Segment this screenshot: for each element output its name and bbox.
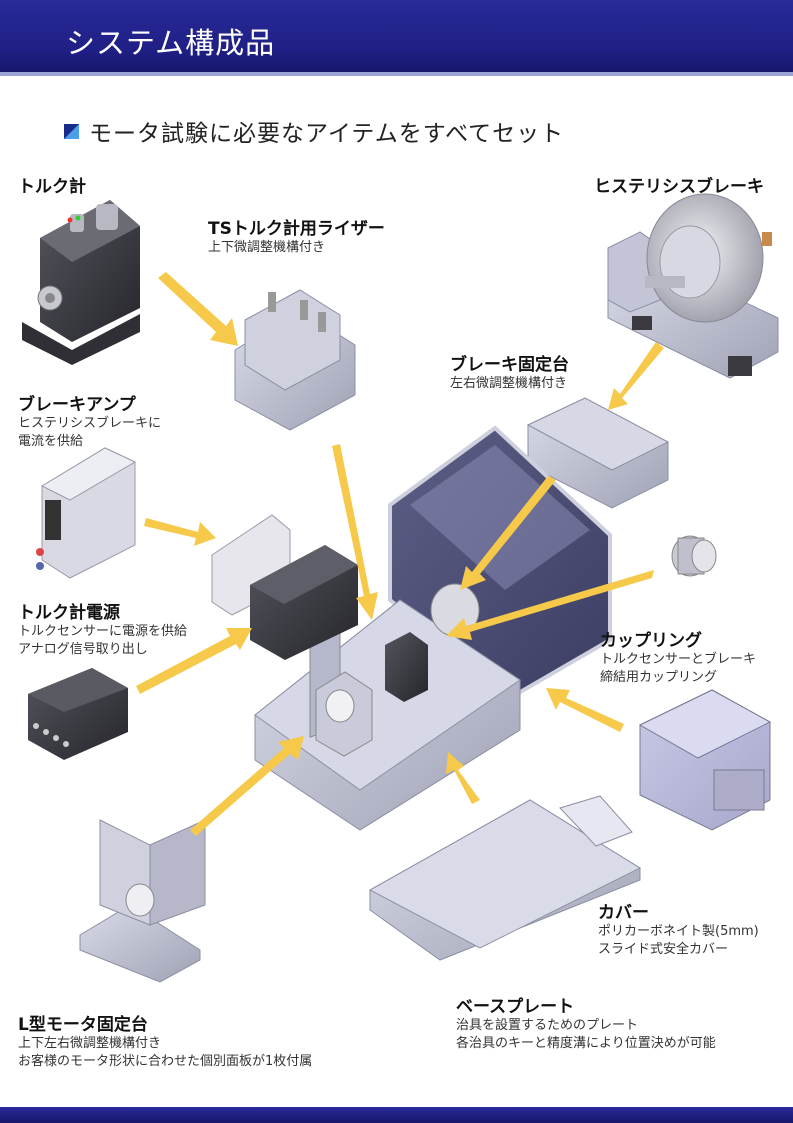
torque-power-title: トルク計電源: [18, 603, 120, 623]
brake-base-desc: 左右微調整機構付き: [450, 376, 568, 391]
hysteresis-brake-title: ヒステリシスブレーキ: [594, 177, 764, 197]
torque-meter-title: トルク計: [18, 177, 86, 197]
coupling-desc-2: 締結用カップリング: [600, 670, 718, 685]
torque-power-label: トルク計電源 トルクセンサーに電源を供給 アナログ信号取り出し: [18, 598, 187, 659]
brake-amp-image: [36, 447, 137, 579]
coupling-image: [671, 535, 717, 577]
brake-base-title: ブレーキ固定台: [450, 355, 569, 375]
base-plate-label: ベースプレート 治具を設置するためのプレート 各治具のキーと精度溝により位置決め…: [456, 992, 716, 1053]
base-plate-desc-1: 治具を設置するためのプレート: [456, 1018, 639, 1033]
base-plate-title: ベースプレート: [456, 997, 575, 1017]
ts-riser-label: TSトルク計用ライザー 上下微調整機構付き: [208, 214, 385, 257]
torque-meter-label: トルク計: [18, 172, 86, 197]
subtitle: モータ試験に必要なアイテムをすべてセット: [89, 121, 565, 147]
l-motor-base-label: L型モータ固定台 上下左右微調整機構付き お客様のモータ形状に合わせた個別面板が…: [18, 1010, 312, 1071]
torque-power-image: [28, 668, 128, 760]
cover-title: カバー: [598, 903, 649, 923]
arrows: [136, 272, 664, 836]
page-title: システム構成品: [66, 26, 276, 60]
page-header: システム構成品: [0, 0, 793, 76]
ts-riser-title: TSトルク計用ライザー: [208, 219, 385, 239]
page-footer-bar: [0, 1107, 793, 1123]
torque-power-desc-1: トルクセンサーに電源を供給: [18, 624, 188, 639]
brake-amp-desc-2: 電流を供給: [18, 434, 84, 449]
l-motor-base-desc-1: 上下左右微調整機構付き: [18, 1036, 162, 1051]
cover-label: カバー ポリカーボネイト製(5mm) スライド式安全カバー: [598, 898, 759, 959]
assembly-base-image: [254, 583, 521, 831]
l-motor-base-image: [79, 819, 206, 983]
assembly-boxes-image: [211, 514, 358, 660]
brake-amp-label: ブレーキアンプ ヒステリシスブレーキに 電流を供給: [18, 390, 161, 451]
cover-image: [638, 689, 772, 831]
coupling-desc-1: トルクセンサーとブレーキ: [600, 652, 757, 667]
bullet-square-icon: [64, 123, 79, 139]
coupling-label: カップリング トルクセンサーとブレーキ 締結用カップリング: [600, 626, 756, 687]
ts-riser-desc: 上下微調整機構付き: [208, 240, 326, 255]
brake-amp-title: ブレーキアンプ: [18, 395, 136, 415]
brake-amp-desc-1: ヒステリシスブレーキに: [18, 416, 162, 431]
cover-desc-2: スライド式安全カバー: [598, 942, 729, 957]
brake-base-label: ブレーキ固定台 左右微調整機構付き: [450, 350, 569, 393]
coupling-title: カップリング: [600, 631, 702, 651]
hysteresis-brake-image: [607, 193, 779, 379]
l-motor-base-desc-2: お客様のモータ形状に合わせた個別面板が1枚付属: [18, 1054, 313, 1069]
brake-base-image: [526, 397, 670, 509]
subtitle-row: モータ試験に必要なアイテムをすべてセット: [64, 114, 564, 148]
hysteresis-brake-label: ヒステリシスブレーキ: [594, 172, 764, 197]
cover-desc-1: ポリカーボネイト製(5mm): [598, 924, 759, 939]
torque-power-desc-2: アナログ信号取り出し: [18, 642, 148, 657]
base-plate-image: [368, 795, 642, 961]
base-plate-desc-2: 各治具のキーと精度溝により位置決めが可能: [456, 1036, 716, 1051]
ts-riser-image: [234, 289, 356, 431]
torque-meter-image: [22, 200, 140, 365]
l-motor-base-title: L型モータ固定台: [18, 1015, 148, 1035]
